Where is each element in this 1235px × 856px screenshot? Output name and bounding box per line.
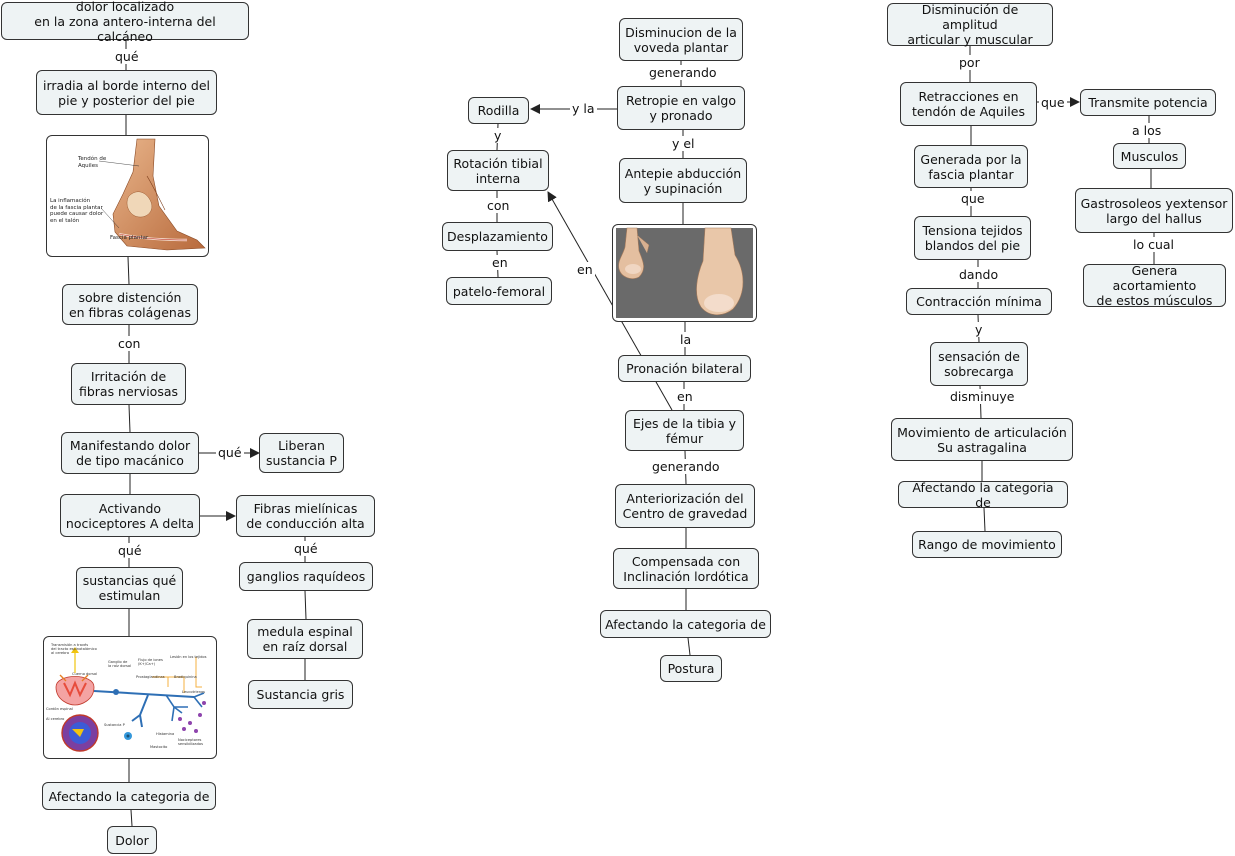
node-retropie[interactable]: Retropie en valgo y pronado [617,86,745,130]
node-compensada[interactable]: Compensada con Inclinación lordótica [613,548,759,589]
node-sustancia-gris[interactable]: Sustancia gris [248,680,353,709]
link-label-en: en [490,255,510,270]
node-irradia[interactable]: irradia al borde interno del pie y poste… [36,70,217,115]
connector [687,637,691,656]
caption-nociceptores: Nociceptores sensibilizados [178,738,203,747]
node-afectando-3[interactable]: Afectando la categoria de [898,480,1068,510]
node-transmite[interactable]: Transmite potencia [1080,89,1216,116]
heel-anatomy-illustration [98,138,206,251]
node-liberan[interactable]: Liberan sustancia P [259,433,344,473]
link-label-que: qué [113,49,141,64]
node-manifestando[interactable]: Manifestando dolor de tipo macánico [61,432,199,474]
image-pain-pathway[interactable]: Transmisión a través del tracto espinota… [43,636,217,759]
caption-leucotrienos: Leucotrienos [182,690,206,694]
link-label-a-los: a los [1130,123,1164,138]
link-label-con: con [116,336,143,351]
caption-ganglio: Ganglio de la raíz dorsal [108,660,132,669]
node-retracciones[interactable]: Retracciones en tendón de Aquiles [900,82,1037,126]
link-label-que: qué [292,541,320,556]
link-label-y-la: y la [570,101,597,116]
caption-bradiquinina: Bradiquinina [174,675,197,679]
image-feet-photo[interactable] [612,224,757,322]
node-pronacion[interactable]: Pronación bilateral [618,355,751,382]
node-rodilla[interactable]: Rodilla [468,97,529,124]
link-label-lo-cual: lo cual [1131,237,1177,252]
node-irritacion[interactable]: Irritación de fibras nerviosas [71,363,186,405]
link-label-con: con [485,198,512,213]
node-disminucion-amplitud[interactable]: Disminución de amplitud articular y musc… [887,2,1053,47]
link-label-dando: dando [957,267,1001,282]
node-tensiona[interactable]: Tensiona tejidos blandos del pie [914,216,1031,260]
link-label-que: qué [216,445,244,460]
caption-al-cerebro: Al cerebro [46,717,65,721]
link-label-que: que [959,191,987,206]
link-label-por: por [957,55,982,70]
caption-prostaglandinas: Prostaglandinas [136,675,165,679]
caption-lesion: Lesión en los tejidos [170,655,207,659]
link-label-la: la [678,332,694,347]
node-dolor-localizado[interactable]: dolor localizado en la zona antero-inter… [1,0,249,44]
node-rango[interactable]: Rango de movimiento [912,531,1062,558]
caption-cuerno-dorsal: Cuerno dorsal [72,672,98,676]
image-heel-anatomy[interactable]: Tendón de Aquiles La inflamación de la f… [46,135,209,257]
connector [130,809,133,827]
link-label-en: en [675,389,695,404]
node-patelo[interactable]: patelo-femoral [446,277,552,305]
node-dolor[interactable]: Dolor [107,826,157,854]
node-sustancias-que[interactable]: sustancias qué estimulan [76,567,183,609]
node-contraccion[interactable]: Contracción mínima [906,288,1052,315]
connector [128,404,131,433]
node-rotacion[interactable]: Rotación tibial interna [447,150,549,191]
link-label-en: en [575,262,595,277]
link-label-que: qué [116,543,144,558]
node-activando[interactable]: Activando nociceptores A delta [60,494,200,537]
link-label-que: que [1039,95,1067,110]
connector [304,590,307,620]
feet-photo-illustration [616,227,753,318]
caption-fascia: Fascia plantar [110,235,149,241]
node-afectando-1[interactable]: Afectando la categoria de [42,782,216,810]
link-label-y: y [492,128,504,143]
pain-pathway-illustration [55,647,206,752]
link-label-y-el: y el [670,136,697,151]
caption-cordon: Cordón espinal [46,707,73,711]
node-gastrosoleos[interactable]: Gastrosoleos yextensor largo del hallus [1075,188,1233,233]
node-ganglios[interactable]: ganglios raquídeos [239,562,373,591]
node-anteriorizacion[interactable]: Anteriorización del Centro de gravedad [615,484,755,528]
caption-transmision: Transmisión a través del tracto espinota… [51,643,97,656]
node-antepie[interactable]: Antepie abducción y supinación [619,158,747,203]
node-desplazamiento[interactable]: Desplazamiento [442,222,553,251]
node-fibras-mielinicas[interactable]: Fibras mielínicas de conducción alta [236,495,375,537]
caption-sustancia-p: Sustancia P [104,723,125,727]
caption-histamina: Histamina [156,732,175,736]
caption-inflamacion: La inflamación de la fascia plantar pued… [50,198,104,224]
caption-tendon: Tendón de Aquiles [78,156,107,169]
caption-mastocito: Mastocito [150,745,168,749]
link-label-y: y [973,322,985,337]
node-sensacion[interactable]: sensación de sobrecarga [930,342,1028,386]
caption-flujo: Flujo de iones (K+/Ca+) [138,658,163,667]
link-label-generando: generando [650,459,722,474]
node-movimiento[interactable]: Movimiento de articulación Su astragalin… [891,418,1073,461]
node-genera[interactable]: Genera acortamiento de estos músculos [1083,263,1226,308]
connector [983,507,986,532]
node-sobre-distencion[interactable]: sobre distención en fibras colágenas [62,284,198,325]
node-disminucion-voveda[interactable]: Disminucion de la voveda plantar [619,18,743,61]
node-postura[interactable]: Postura [660,655,722,682]
node-generada[interactable]: Generada por la fascia plantar [914,145,1028,188]
node-ejes[interactable]: Ejes de la tibia y fémur [625,410,744,451]
link-label-disminuye: disminuye [948,389,1017,404]
connector [127,256,130,285]
node-musculos[interactable]: Musculos [1113,143,1186,169]
node-medula[interactable]: medula espinal en raíz dorsal [247,619,363,659]
link-label-generando: generando [647,65,719,80]
node-afectando-2[interactable]: Afectando la categoria de [600,610,771,638]
